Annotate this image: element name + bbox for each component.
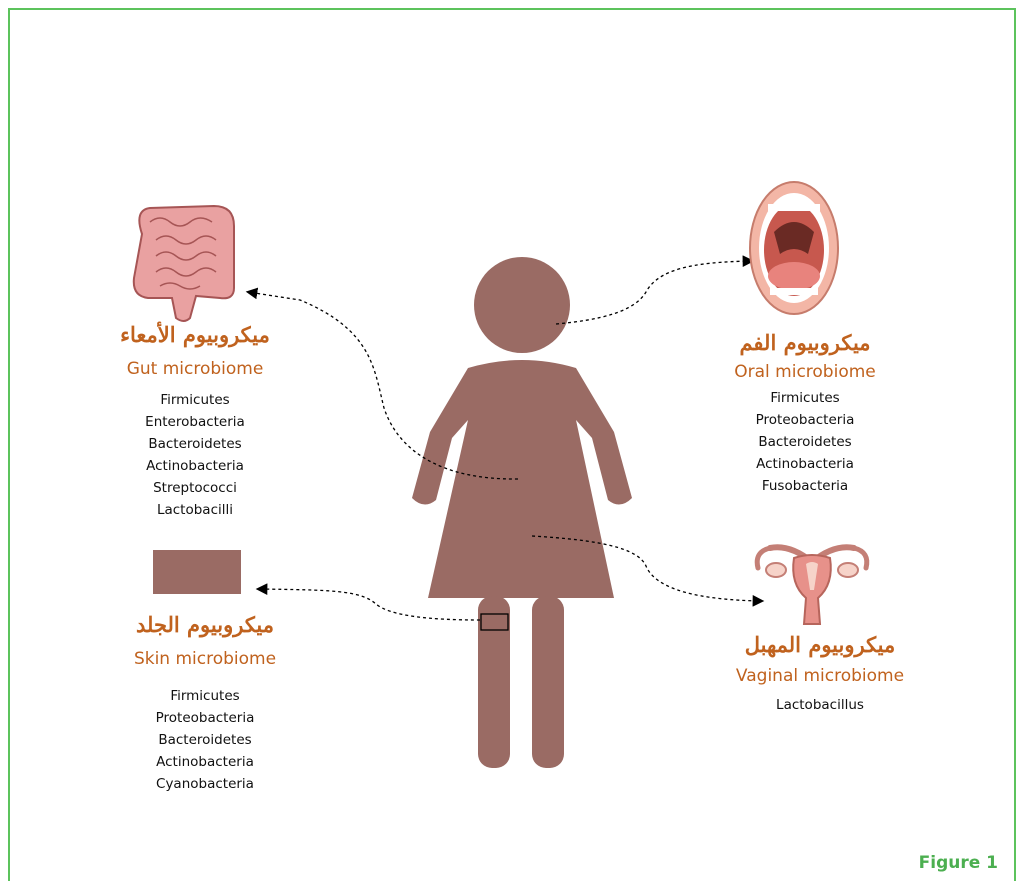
list-item: Firmicutes	[100, 389, 290, 411]
skin-patch-icon	[153, 550, 241, 594]
gut-title-en: Gut microbiome	[100, 359, 290, 379]
list-item: Lactobacilli	[100, 499, 290, 521]
list-item: Fusobacteria	[705, 475, 905, 497]
skin-bacteria-list: Firmicutes Proteobacteria Bacteroidetes …	[100, 685, 310, 795]
gut-bacteria-list: Firmicutes Enterobacteria Bacteroidetes …	[100, 389, 290, 521]
oral-title-ar: ميكروبيوم الفم	[705, 330, 905, 355]
list-item: Lactobacillus	[715, 694, 925, 716]
arrow-to-mouth	[556, 261, 752, 324]
vaginal-title-ar: ميكروبيوم المهبل	[715, 632, 925, 657]
list-item: Actinobacteria	[100, 455, 290, 477]
mouth-icon	[750, 182, 838, 314]
list-item: Actinobacteria	[100, 751, 310, 773]
list-item: Streptococci	[100, 477, 290, 499]
list-item: Bacteroidetes	[705, 431, 905, 453]
woman-silhouette-icon	[412, 257, 632, 768]
skin-title-ar: ميكروبيوم الجلد	[100, 612, 310, 637]
list-item: Firmicutes	[100, 685, 310, 707]
uterus-icon	[757, 547, 867, 624]
list-item: Proteobacteria	[705, 409, 905, 431]
list-item: Proteobacteria	[100, 707, 310, 729]
vaginal-title-en: Vaginal microbiome	[715, 666, 925, 686]
intestine-icon	[134, 206, 234, 321]
list-item: Actinobacteria	[705, 453, 905, 475]
list-item: Cyanobacteria	[100, 773, 310, 795]
figure-label: Figure 1	[919, 853, 998, 873]
oral-title-en: Oral microbiome	[705, 362, 905, 382]
vaginal-bacteria-list: Lactobacillus	[715, 694, 925, 716]
skin-title-en: Skin microbiome	[100, 649, 310, 669]
gut-title-ar: ميكروبيوم الأمعاء	[100, 322, 290, 347]
oral-bacteria-list: Firmicutes Proteobacteria Bacteroidetes …	[705, 387, 905, 497]
list-item: Firmicutes	[705, 387, 905, 409]
list-item: Enterobacteria	[100, 411, 290, 433]
list-item: Bacteroidetes	[100, 729, 310, 751]
list-item: Bacteroidetes	[100, 433, 290, 455]
